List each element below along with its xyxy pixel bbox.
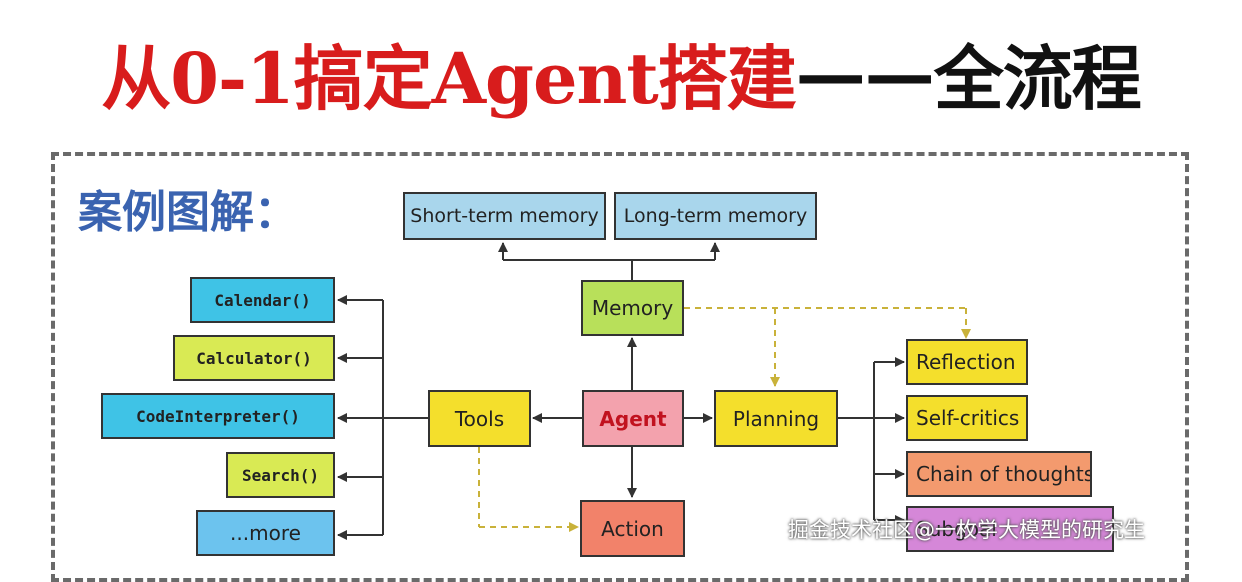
title-dash: —— bbox=[795, 31, 935, 115]
node-agent: Agent bbox=[582, 390, 684, 447]
title-suffix: 全流程 bbox=[933, 36, 1142, 120]
page-title: 从0-1搞定Agent搭建——全流程 bbox=[0, 18, 1242, 128]
node-calculator: Calculator() bbox=[173, 335, 335, 381]
node-long-term-memory: Long-term memory bbox=[614, 192, 817, 240]
node-reflection: Reflection bbox=[906, 339, 1028, 385]
section-subtitle: 案例图解： bbox=[78, 187, 298, 238]
node-planning: Planning bbox=[714, 390, 838, 447]
node-more: ...more bbox=[196, 510, 335, 556]
node-code-interpreter: CodeInterpreter() bbox=[101, 393, 335, 439]
node-chain-of-thoughts: Chain of thoughts bbox=[906, 451, 1092, 497]
node-tools: Tools bbox=[428, 390, 531, 447]
node-subgoal: Subgoal bbox=[906, 506, 1114, 552]
node-calendar: Calendar() bbox=[190, 277, 335, 323]
node-action: Action bbox=[580, 500, 685, 557]
node-self-critics: Self-critics bbox=[906, 395, 1028, 441]
node-short-term-memory: Short-term memory bbox=[403, 192, 606, 240]
node-search: Search() bbox=[226, 452, 335, 498]
title-main: 从0-1搞定Agent搭建 bbox=[101, 36, 796, 120]
node-memory: Memory bbox=[581, 280, 684, 336]
watermark: 掘金技术社区@一枚学大模型的研究生 bbox=[788, 518, 1145, 542]
connector-lines bbox=[337, 242, 971, 540]
